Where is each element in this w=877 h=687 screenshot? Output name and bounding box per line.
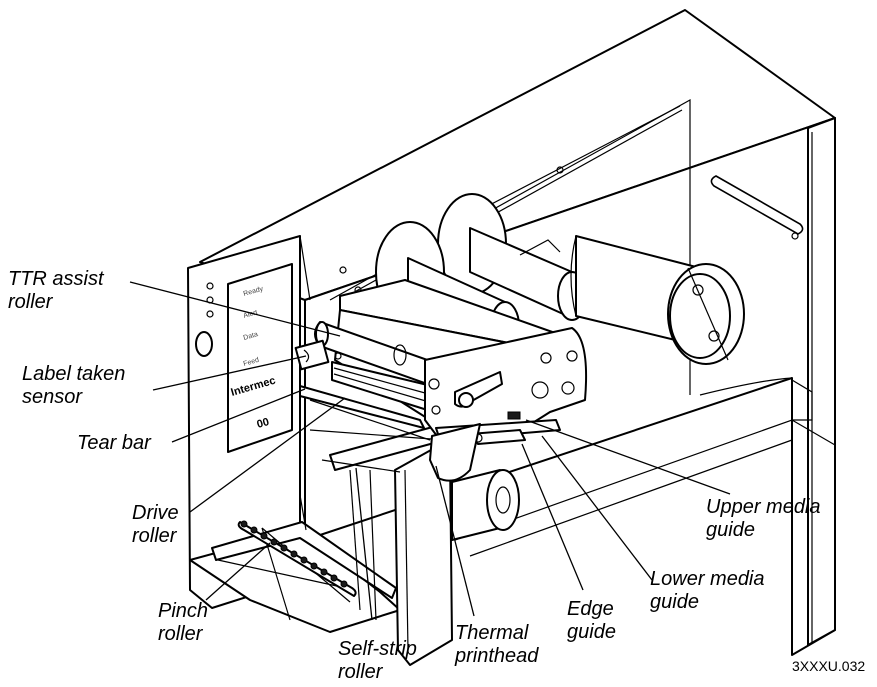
leader-drive-roller	[189, 397, 346, 513]
status-light-icon	[206, 282, 214, 290]
leader-pinch-roller	[205, 542, 271, 601]
status-light-icon	[206, 310, 214, 318]
pinch-roller-part	[237, 520, 357, 597]
svg-text:Feed: Feed	[243, 357, 260, 368]
leader-upper-media-guide	[525, 419, 731, 495]
leader-lines	[129, 281, 731, 621]
label-edge-guide: Edge guide	[567, 598, 616, 643]
ribbon-roll	[451, 469, 520, 541]
leader-lower-media-guide	[541, 435, 653, 581]
label-upper-media-guide: Upper media guide	[706, 496, 821, 541]
label-label-taken-sensor: Label taken sensor	[22, 363, 126, 408]
label-self-strip-roller: Self-strip roller	[338, 638, 417, 683]
leader-thermal-printhead	[435, 465, 475, 617]
label-ttr-assist-roller: TTR assist roller	[8, 268, 104, 313]
leader-label-taken-sensor	[152, 355, 307, 391]
label-thermal-printhead: Thermal printhead	[455, 622, 539, 667]
svg-text:Data: Data	[243, 331, 259, 342]
figure-code: 3XXXU.032	[792, 658, 866, 674]
feed-button-icon	[195, 331, 213, 357]
leader-edge-guide	[521, 443, 584, 591]
label-pinch-roller: Pinch roller	[158, 600, 209, 645]
leader-self-strip-roller	[355, 467, 373, 621]
printhead-frame	[294, 279, 588, 482]
svg-text:00: 00	[256, 416, 271, 431]
label-lower-media-guide: Lower media guide	[650, 568, 765, 613]
leader-ttr-assist-roller	[129, 281, 341, 337]
label-drive-roller: Drive roller	[132, 502, 179, 547]
self-strip-bracket	[309, 424, 453, 666]
svg-text:Alert: Alert	[243, 309, 259, 320]
leader-tear-bar	[171, 388, 306, 443]
label-tear-bar: Tear bar	[77, 432, 151, 454]
media-supply-hanger	[570, 235, 745, 365]
